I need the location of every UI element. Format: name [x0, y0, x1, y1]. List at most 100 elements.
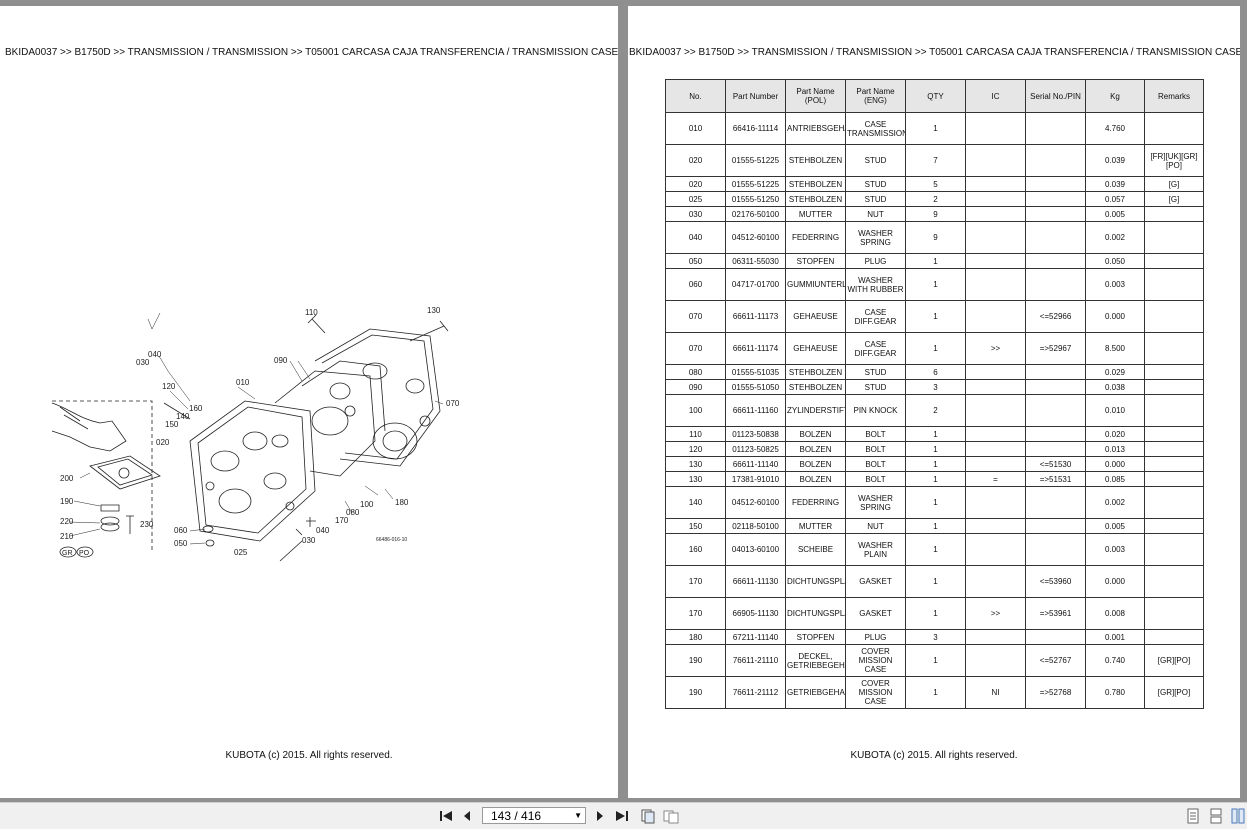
facing-view-icon[interactable]	[1231, 807, 1245, 825]
cell-part-number: 66611-11140	[725, 456, 786, 472]
cell-remarks	[1144, 394, 1204, 427]
marker-po: PO	[79, 550, 90, 557]
cell-no: 010	[665, 112, 726, 145]
callout-label: 030	[302, 536, 316, 545]
continuous-view-icon[interactable]	[1186, 807, 1200, 825]
cell-remarks	[1144, 471, 1204, 487]
cell-remarks	[1144, 441, 1204, 457]
viewer-toolbar: 143 / 416 ▼	[0, 802, 1247, 829]
cell-ic	[965, 144, 1026, 177]
cell-remarks: [GR][PO]	[1144, 676, 1204, 709]
cell-name-eng: CASE TRANSMISSION	[845, 112, 906, 145]
two-page-view-icon[interactable]	[663, 807, 679, 825]
cell-part-number: 66905-11130	[725, 597, 786, 630]
cell-qty: 1	[905, 441, 966, 457]
last-page-icon[interactable]	[614, 807, 630, 825]
cell-name-eng: PLUG	[845, 253, 906, 269]
column-header: IC	[965, 79, 1026, 113]
page-number-select[interactable]: 143 / 416 ▼	[482, 807, 586, 824]
cell-part-number: 04512-60100	[725, 221, 786, 254]
cell-name-eng: STUD	[845, 379, 906, 395]
cell-part-number: 01123-50825	[725, 441, 786, 457]
cell-serial	[1025, 221, 1086, 254]
cell-kg: 0.050	[1085, 253, 1145, 269]
cell-serial	[1025, 629, 1086, 645]
cell-no: 130	[665, 456, 726, 472]
cell-part-number: 01555-51050	[725, 379, 786, 395]
cell-remarks	[1144, 379, 1204, 395]
cell-no: 040	[665, 221, 726, 254]
prev-page-icon[interactable]	[460, 807, 474, 825]
callout-label: 050	[174, 539, 188, 548]
cell-name-eng: GASKET	[845, 597, 906, 630]
cell-name-pol: BOLZEN	[785, 426, 846, 442]
cell-name-pol: STEHBOLZEN	[785, 176, 846, 192]
cell-remarks	[1144, 629, 1204, 645]
cell-kg: 0.085	[1085, 471, 1145, 487]
cell-no: 070	[665, 332, 726, 365]
column-header: Serial No./PIN	[1025, 79, 1086, 113]
cell-serial	[1025, 364, 1086, 380]
cell-name-pol: STOPFEN	[785, 629, 846, 645]
cell-part-number: 17381-91010	[725, 471, 786, 487]
cell-no: 110	[665, 426, 726, 442]
cell-remarks: [G]	[1144, 176, 1204, 192]
cell-qty: 3	[905, 629, 966, 645]
cell-name-pol: GEHAEUSE	[785, 300, 846, 333]
cell-remarks	[1144, 486, 1204, 519]
cell-remarks	[1144, 253, 1204, 269]
cell-kg: 0.000	[1085, 565, 1145, 598]
cell-name-pol: SCHEIBE	[785, 533, 846, 566]
cell-serial	[1025, 441, 1086, 457]
cell-qty: 3	[905, 379, 966, 395]
cell-name-pol: BOLZEN	[785, 471, 846, 487]
cell-part-number: 66416-11114	[725, 112, 786, 145]
cell-kg: 4.760	[1085, 112, 1145, 145]
cell-no: 190	[665, 676, 726, 709]
cell-kg: 0.029	[1085, 364, 1145, 380]
callout-label: 030	[136, 358, 150, 367]
cell-name-eng: STUD	[845, 364, 906, 380]
cell-name-pol: DICHTUNGSPLATTE	[785, 597, 846, 630]
book-view-icon[interactable]	[1209, 807, 1223, 825]
first-page-icon[interactable]	[438, 807, 454, 825]
cell-name-pol: GETRIEBGEHAEUSEDECKE	[785, 676, 846, 709]
cell-name-pol: ANTRIEBSGEHAEUSE	[785, 112, 846, 145]
callout-label: 160	[189, 404, 203, 413]
cell-qty: 1	[905, 456, 966, 472]
cell-ic	[965, 379, 1026, 395]
cell-qty: 9	[905, 206, 966, 222]
cell-name-eng: WASHER WITH RUBBER	[845, 268, 906, 301]
callout-label: 070	[446, 399, 460, 408]
cell-name-eng: WASHER SPRING	[845, 486, 906, 519]
cell-remarks	[1144, 597, 1204, 630]
cell-name-pol: STEHBOLZEN	[785, 144, 846, 177]
cell-no: 120	[665, 441, 726, 457]
cell-remarks	[1144, 206, 1204, 222]
cell-serial	[1025, 144, 1086, 177]
cell-kg: 0.002	[1085, 221, 1145, 254]
callout-label: 060	[174, 526, 188, 535]
marker-gr: GR	[62, 550, 73, 557]
next-page-icon[interactable]	[593, 807, 607, 825]
cell-kg: 0.002	[1085, 486, 1145, 519]
cell-kg: 0.005	[1085, 206, 1145, 222]
cell-qty: 6	[905, 364, 966, 380]
cell-serial	[1025, 394, 1086, 427]
cell-no: 130	[665, 471, 726, 487]
cell-remarks: [FR][UK][GR][PO]	[1144, 144, 1204, 177]
cell-name-pol: GEHAEUSE	[785, 332, 846, 365]
cell-part-number: 01555-51250	[725, 191, 786, 207]
callout-label: 140	[176, 412, 190, 421]
single-page-view-icon[interactable]	[640, 807, 656, 825]
